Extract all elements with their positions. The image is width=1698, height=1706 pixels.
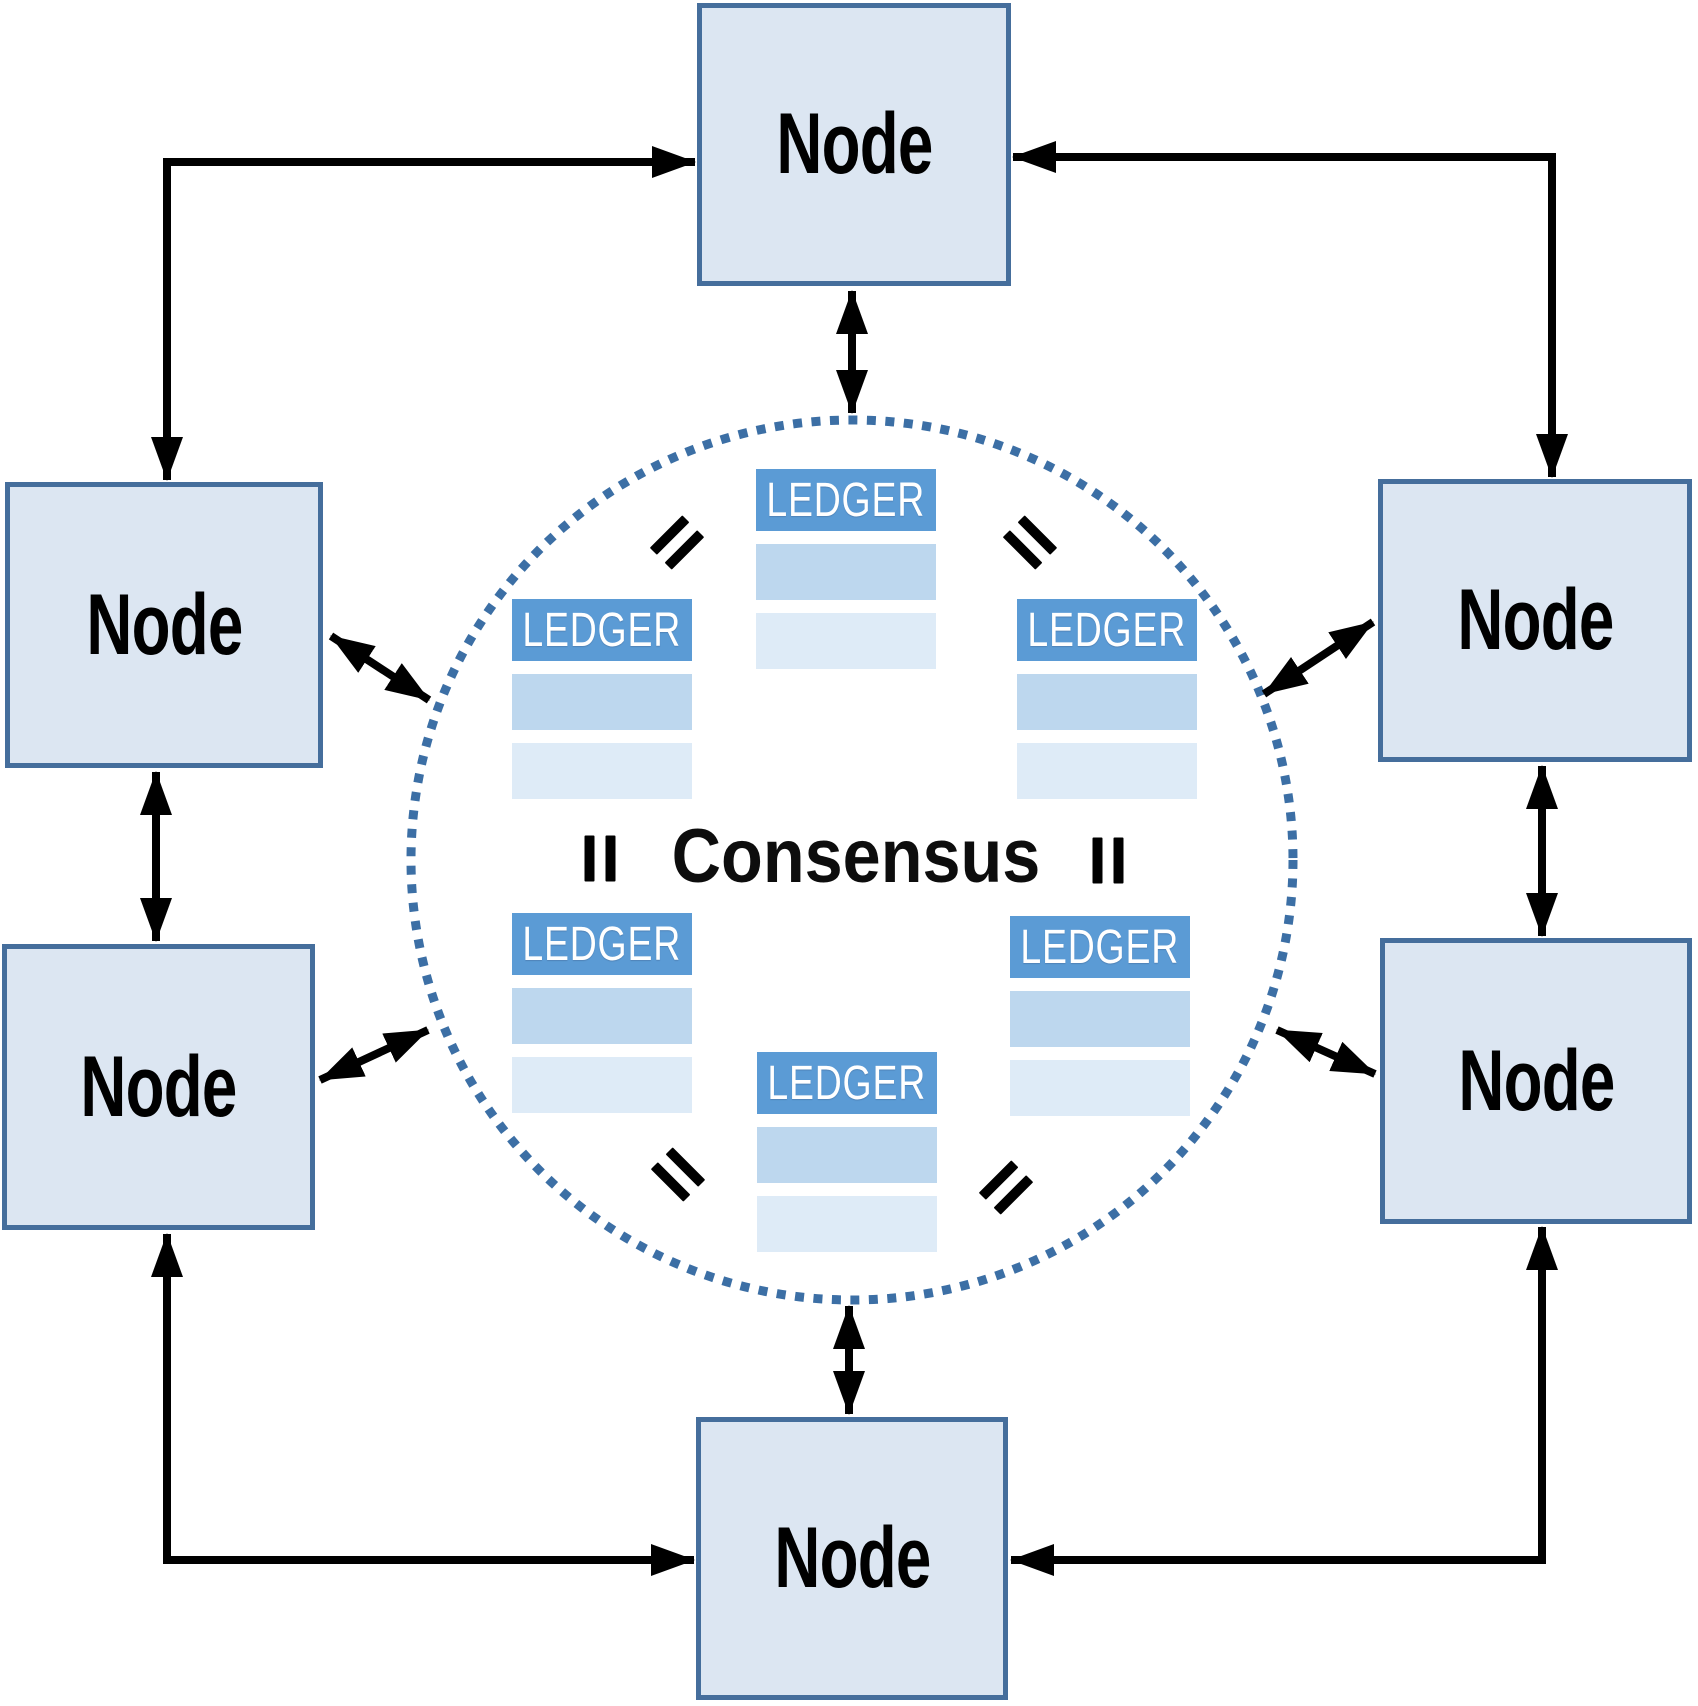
- ledger-bottom-center: LEDGER: [757, 1052, 937, 1265]
- arrow-diag-lower-left: [318, 1026, 430, 1084]
- ledger-title: LEDGER: [522, 603, 682, 657]
- node-lower-left: Node: [2, 944, 315, 1230]
- ledger-lower-left: LEDGER: [512, 913, 692, 1126]
- node-label: Node: [1457, 1032, 1615, 1129]
- node-lower-right: Node: [1380, 938, 1692, 1224]
- ledger-header: LEDGER: [756, 469, 936, 531]
- node-top: Node: [697, 3, 1011, 286]
- consensus-circle: [406, 415, 1298, 1305]
- ledger-row: [1010, 1060, 1190, 1116]
- ledger-header: LEDGER: [512, 599, 692, 661]
- node-bottom: Node: [696, 1417, 1008, 1700]
- node-upper-left: Node: [5, 482, 323, 768]
- ledger-header: LEDGER: [757, 1052, 937, 1114]
- node-label: Node: [775, 96, 933, 192]
- equals-mark-middle-right: [1092, 837, 1124, 884]
- node-label: Node: [1456, 572, 1614, 668]
- ledger-row: [512, 743, 692, 799]
- ledger-header: LEDGER: [1010, 916, 1190, 978]
- ledger-row: [757, 1127, 937, 1183]
- ledger-row: [1010, 991, 1190, 1047]
- ledger-row: [512, 674, 692, 730]
- ledger-title: LEDGER: [767, 1056, 927, 1110]
- ledger-title: LEDGER: [522, 917, 682, 971]
- ledger-lower-right: LEDGER: [1010, 916, 1190, 1129]
- node-upper-right: Node: [1378, 479, 1692, 762]
- ledger-row: [756, 544, 936, 600]
- consensus-label: Consensus: [671, 814, 1041, 899]
- ledger-row: [756, 613, 936, 669]
- ledger-upper-right: LEDGER: [1017, 599, 1197, 812]
- equals-bar: [584, 835, 595, 882]
- arrow-diag-upper-left: [328, 632, 432, 704]
- ledger-title: LEDGER: [766, 473, 926, 527]
- ledger-row: [1017, 743, 1197, 799]
- ledger-row: [512, 1057, 692, 1113]
- node-label: Node: [85, 576, 243, 673]
- ledger-top-center: LEDGER: [756, 469, 936, 682]
- ledger-row: [512, 988, 692, 1044]
- arrow-diag-lower-right: [1275, 1026, 1377, 1078]
- equals-bar: [1092, 837, 1103, 884]
- equals-bar: [1113, 837, 1124, 884]
- equals-mark-middle-left: [584, 835, 616, 882]
- ledger-header: LEDGER: [512, 913, 692, 975]
- ledger-row: [1017, 674, 1197, 730]
- equals-bar: [605, 835, 616, 882]
- node-label: Node: [773, 1510, 931, 1606]
- ledger-row: [757, 1196, 937, 1252]
- ledger-title: LEDGER: [1027, 603, 1187, 657]
- arrow-diag-upper-right: [1261, 618, 1376, 698]
- ledger-upper-left: LEDGER: [512, 599, 692, 812]
- ledger-header: LEDGER: [1017, 599, 1197, 661]
- node-label: Node: [80, 1038, 237, 1135]
- ledger-title: LEDGER: [1020, 920, 1180, 974]
